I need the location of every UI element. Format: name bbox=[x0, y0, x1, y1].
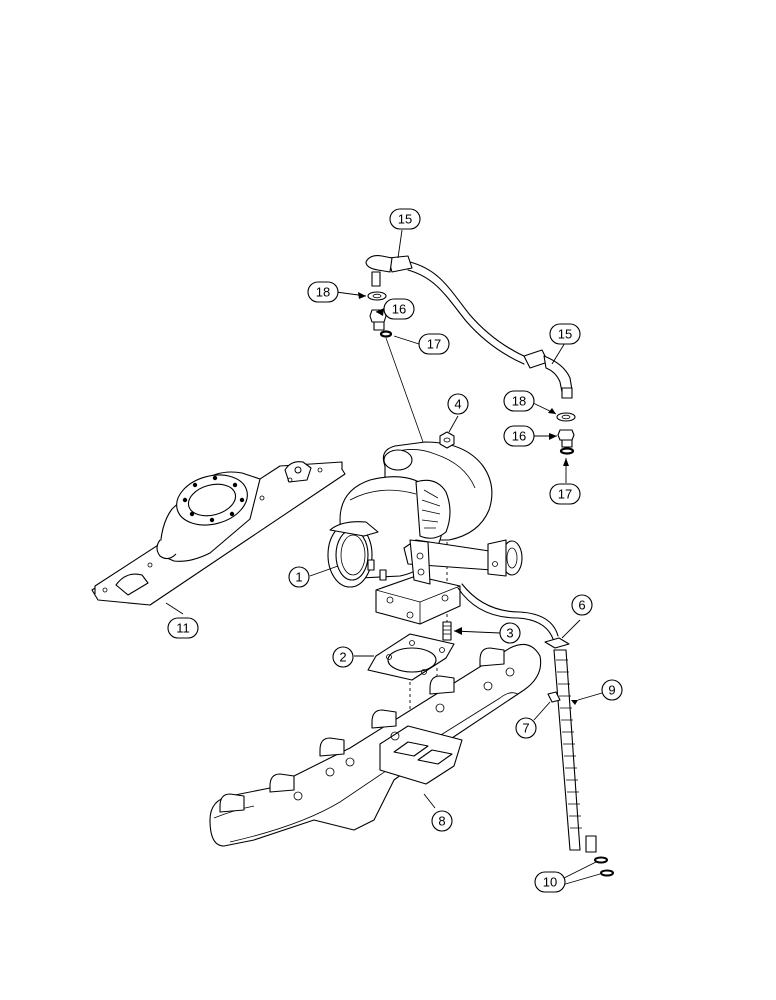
callout-18-right[interactable]: 18 bbox=[503, 390, 535, 412]
callout-label: 8 bbox=[438, 814, 445, 829]
intake-manifold bbox=[91, 461, 346, 606]
callout-8[interactable]: 8 bbox=[431, 810, 453, 832]
callout-1[interactable]: 1 bbox=[288, 566, 310, 588]
callout-9[interactable]: 9 bbox=[601, 679, 623, 701]
callout-17-top[interactable]: 17 bbox=[418, 333, 450, 355]
upper-oring-17 bbox=[379, 330, 393, 338]
lower-adapter-16 bbox=[557, 429, 575, 448]
callout-4[interactable]: 4 bbox=[447, 393, 469, 415]
oil-supply-line bbox=[365, 255, 573, 399]
callout-18-top[interactable]: 18 bbox=[307, 281, 339, 303]
lower-oring-17 bbox=[559, 447, 575, 455]
callout-label: 18 bbox=[512, 394, 526, 409]
callout-label: 17 bbox=[558, 487, 572, 502]
exhaust-manifold bbox=[209, 643, 542, 847]
callout-label: 6 bbox=[578, 598, 585, 613]
callout-label: 11 bbox=[176, 621, 190, 636]
callout-15-right[interactable]: 15 bbox=[549, 323, 581, 345]
upper-washer-18 bbox=[367, 291, 387, 301]
callout-15-top[interactable]: 15 bbox=[389, 208, 421, 230]
callout-label: 18 bbox=[316, 285, 330, 300]
lower-washer-18 bbox=[556, 412, 576, 422]
callout-16-top[interactable]: 16 bbox=[383, 298, 415, 320]
stud-3 bbox=[442, 621, 452, 641]
callout-16-right[interactable]: 16 bbox=[503, 425, 535, 447]
callout-label: 16 bbox=[392, 302, 406, 317]
leader-arrowheads bbox=[358, 292, 578, 705]
callout-label: 1 bbox=[295, 570, 302, 585]
callout-label: 15 bbox=[558, 327, 572, 342]
callout-17-right[interactable]: 17 bbox=[549, 483, 581, 505]
callout-label: 17 bbox=[427, 337, 441, 352]
callout-label: 4 bbox=[454, 397, 461, 412]
callout-label: 16 bbox=[512, 429, 526, 444]
callout-2[interactable]: 2 bbox=[332, 646, 354, 668]
callout-label: 3 bbox=[506, 626, 513, 641]
nut-4 bbox=[439, 431, 455, 449]
turbocharger bbox=[327, 441, 523, 625]
callout-3[interactable]: 3 bbox=[499, 622, 521, 644]
callout-label: 2 bbox=[339, 650, 346, 665]
callout-label: 15 bbox=[398, 212, 412, 227]
callout-label: 7 bbox=[522, 721, 529, 736]
clip-7 bbox=[547, 691, 561, 703]
callout-10[interactable]: 10 bbox=[534, 871, 566, 893]
orings-10 bbox=[594, 856, 614, 877]
callout-6[interactable]: 6 bbox=[571, 594, 593, 616]
turbo-gasket bbox=[367, 633, 455, 681]
callout-label: 9 bbox=[608, 683, 615, 698]
callout-11[interactable]: 11 bbox=[167, 617, 199, 639]
callout-7[interactable]: 7 bbox=[515, 717, 537, 739]
callout-label: 10 bbox=[543, 875, 557, 890]
